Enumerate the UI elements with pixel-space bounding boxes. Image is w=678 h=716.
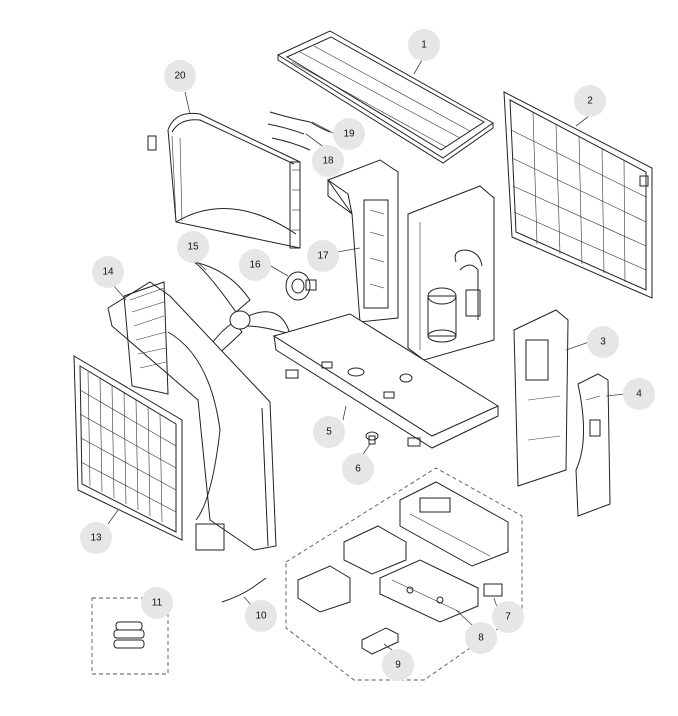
part-rear-grille <box>503 91 653 299</box>
svg-text:2: 2 <box>587 96 593 107</box>
part-reactor-box <box>297 525 407 613</box>
callout-13: 13 <box>80 522 112 554</box>
svg-text:1: 1 <box>421 40 427 51</box>
callout-14: 14 <box>92 256 124 288</box>
svg-text:20: 20 <box>174 71 186 82</box>
part-side-cabinet <box>107 281 277 551</box>
callout-6: 6 <box>342 453 374 485</box>
part-control-box <box>379 481 509 623</box>
callout-16: 16 <box>239 249 271 281</box>
svg-text:7: 7 <box>505 612 511 623</box>
part-wires <box>267 111 331 151</box>
svg-text:3: 3 <box>600 337 606 348</box>
svg-text:9: 9 <box>395 660 401 671</box>
svg-text:5: 5 <box>326 427 332 438</box>
part-top-cover <box>276 30 494 164</box>
svg-text:11: 11 <box>152 598 163 609</box>
callout-7: 7 <box>492 601 524 633</box>
callout-11: 11 <box>141 587 173 619</box>
part-condenser-coil <box>147 112 301 249</box>
part-drain-fitting <box>365 431 379 445</box>
callout-19: 19 <box>333 118 365 150</box>
callout-10: 10 <box>245 600 277 632</box>
svg-text:18: 18 <box>322 156 334 167</box>
svg-text:10: 10 <box>255 611 267 622</box>
part-fan-motor <box>285 271 317 301</box>
part-base-pan <box>272 313 500 449</box>
part-small-board <box>361 627 399 655</box>
callout-1: 1 <box>408 29 440 61</box>
part-accessory-kit <box>91 597 169 675</box>
part-valve-cover <box>575 373 611 517</box>
svg-text:16: 16 <box>249 260 261 271</box>
callout-20: 20 <box>164 60 196 92</box>
svg-text:6: 6 <box>355 464 361 475</box>
callout-9: 9 <box>382 649 414 681</box>
callout-17: 17 <box>307 240 339 272</box>
part-sensor-cable <box>221 577 267 603</box>
part-right-panel <box>513 309 569 487</box>
callout-3: 3 <box>587 326 619 358</box>
part-terminal-block <box>483 583 503 597</box>
svg-text:13: 13 <box>90 533 102 544</box>
part-compressor-assembly <box>407 185 495 361</box>
part-front-grille <box>73 355 183 541</box>
callout-15: 15 <box>177 231 209 263</box>
callout-2: 2 <box>574 85 606 117</box>
callout-4: 4 <box>623 378 655 410</box>
svg-text:14: 14 <box>102 267 114 278</box>
svg-text:15: 15 <box>187 242 199 253</box>
svg-text:4: 4 <box>636 389 642 400</box>
callout-18: 18 <box>312 145 344 177</box>
part-partition-plate <box>327 159 399 323</box>
callout-5: 5 <box>313 416 345 448</box>
svg-text:17: 17 <box>317 251 329 262</box>
electrical-group-outline <box>285 467 523 681</box>
svg-text:8: 8 <box>478 633 484 644</box>
svg-text:19: 19 <box>343 129 355 140</box>
callout-8: 8 <box>465 622 497 654</box>
